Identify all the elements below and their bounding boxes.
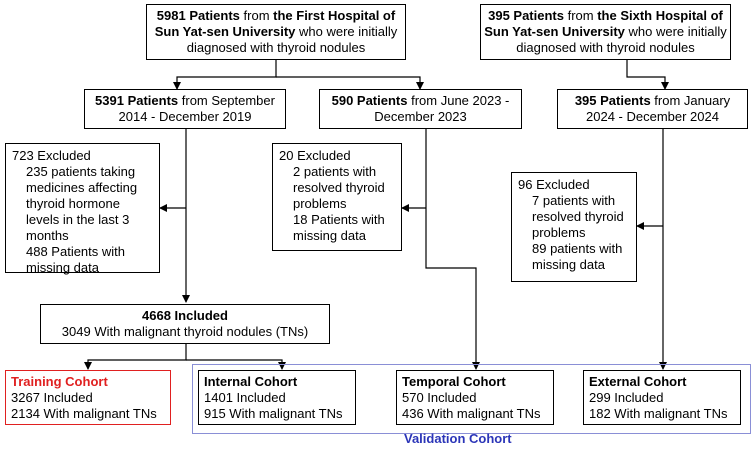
- period1-box: 5391 Patients from September 2014 - Dece…: [84, 89, 286, 129]
- period3-count: 395 Patients: [574, 93, 651, 108]
- arrow-source2-to-period3: [626, 60, 669, 90]
- period1-count: 5391 Patients: [95, 93, 179, 108]
- source2-from: from: [563, 8, 598, 23]
- temporal-cohort-box: Temporal Cohort 570 Included 436 With ma…: [396, 370, 554, 425]
- internal-cohort-title: Internal Cohort: [204, 374, 298, 389]
- temporal-cohort-malignant: 436 With malignant TNs: [402, 406, 541, 421]
- internal-cohort-box: Internal Cohort 1401 Included 915 With m…: [198, 370, 356, 425]
- validation-cohort-frame: [192, 364, 751, 434]
- training-cohort-malignant: 2134 With malignant TNs: [11, 406, 157, 421]
- period1-rest: from September 2014 - December 2019: [118, 93, 275, 124]
- arrow-included-to-training: [84, 344, 187, 370]
- external-cohort-box: External Cohort 299 Included 182 With ma…: [583, 370, 741, 425]
- source1-box: 5981 Patients from the First Hospital of…: [146, 4, 406, 60]
- excluded2-reason2: 18 Patients with missing data: [293, 212, 385, 243]
- arrow-source1-to-period1: [173, 60, 277, 90]
- external-cohort-included: 299 Included: [589, 390, 664, 405]
- included-title: 4668 Included: [142, 308, 228, 323]
- excluded3-title: 96 Excluded: [518, 177, 590, 192]
- external-cohort-malignant: 182 With malignant TNs: [589, 406, 728, 421]
- internal-cohort-malignant: 915 With malignant TNs: [204, 406, 343, 421]
- source1-count: 5981 Patients: [156, 8, 240, 23]
- included-box: 4668 Included 3049 With malignant thyroi…: [40, 304, 330, 344]
- temporal-cohort-title: Temporal Cohort: [402, 374, 506, 389]
- training-cohort-title: Training Cohort: [11, 374, 108, 389]
- period2-rest: from June 2023 - December 2023: [374, 93, 510, 124]
- arrow-included-to-internal: [186, 359, 286, 370]
- period2-count: 590 Patients: [331, 93, 408, 108]
- excluded1-box: 723 Excluded 235 patients taking medicin…: [5, 143, 160, 275]
- excluded2-reason1: 2 patients with resolved thyroid problem…: [293, 164, 385, 211]
- excluded3-reason1: 7 patients with resolved thyroid problem…: [532, 193, 624, 240]
- excluded2-title: 20 Excluded: [279, 148, 351, 163]
- training-cohort-box: Training Cohort 3267 Included 2134 With …: [5, 370, 171, 425]
- source2-hospital: the Sixth Hospital of Sun Yat-sen Univer…: [484, 8, 723, 39]
- source1-from: from: [239, 8, 274, 23]
- internal-cohort-included: 1401 Included: [204, 390, 286, 405]
- external-cohort-title: External Cohort: [589, 374, 687, 389]
- source2-rest: who were initially diagnosed with thyroi…: [516, 24, 727, 55]
- period3-box: 395 Patients from January 2024 - Decembe…: [557, 89, 748, 129]
- arrow-period2-to-temporal: [425, 129, 480, 370]
- source2-box: 395 Patients from the Sixth Hospital of …: [480, 4, 731, 60]
- period3-rest: from January 2024 - December 2024: [586, 93, 731, 124]
- period2-box: 590 Patients from June 2023 - December 2…: [319, 89, 522, 129]
- excluded1-title: 723 Excluded: [12, 148, 91, 163]
- excluded3-box: 96 Excluded 7 patients with resolved thy…: [511, 172, 637, 282]
- included-detail: 3049 With malignant thyroid nodules (TNs…: [61, 324, 309, 339]
- temporal-cohort-included: 570 Included: [402, 390, 477, 405]
- excluded3-reason2: 89 patients with missing data: [532, 241, 623, 272]
- excluded2-box: 20 Excluded 2 patients with resolved thy…: [272, 143, 402, 251]
- training-cohort-included: 3267 Included: [11, 390, 93, 405]
- excluded1-reason2: 488 Patients with missing data: [26, 244, 126, 275]
- validation-cohort-label: Validation Cohort: [404, 431, 512, 446]
- source1-rest: who were initially diagnosed with thyroi…: [186, 24, 398, 55]
- excluded1-reason1: 235 patients taking medicines affecting …: [26, 164, 138, 243]
- source1-hospital: the First Hospital of Sun Yat-sen Univer…: [154, 8, 396, 39]
- source2-count: 395 Patients: [488, 8, 564, 23]
- arrow-source1-to-period2: [276, 76, 424, 90]
